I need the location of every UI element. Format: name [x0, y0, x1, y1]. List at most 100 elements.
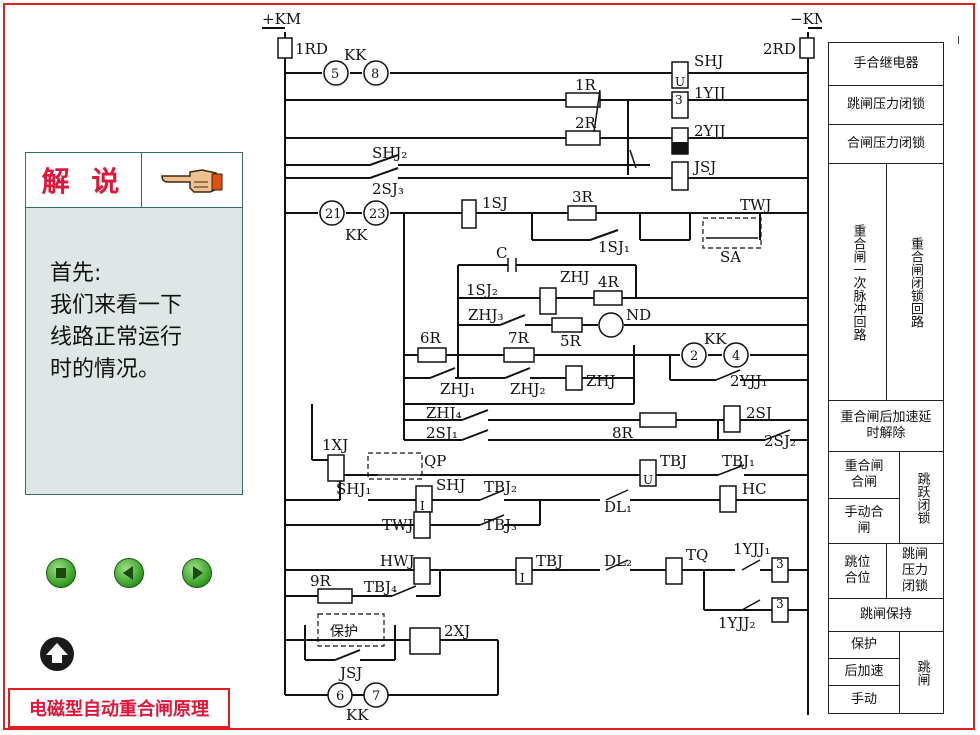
- label-1r: 1R: [575, 76, 597, 94]
- explanation-line: 线路正常运行: [50, 325, 183, 350]
- kk-contact-8: 8: [371, 67, 379, 82]
- explanation-line: 我们来看一下: [50, 293, 183, 318]
- label-tq: TQ: [686, 546, 708, 564]
- label-kk-2: KK: [345, 226, 368, 244]
- label-tbj2: TBJ₂: [484, 478, 517, 496]
- label-jsj-b: JSJ: [338, 664, 362, 682]
- label-tbj4: TBJ₄: [364, 578, 397, 596]
- label-2xj: 2XJ: [444, 622, 470, 640]
- label-1xj: 1XJ: [322, 436, 348, 454]
- legend-cell: 手动合闸: [828, 498, 900, 544]
- label-zhj2: ZHJ₂: [510, 380, 546, 398]
- label-tbj1: TBJ₁: [722, 452, 755, 470]
- legend-cell: 跳闸: [899, 631, 944, 714]
- label-shj: SHJ: [694, 52, 723, 70]
- label-hwj: HWJ: [380, 552, 415, 570]
- label-2sj3: 2SJ₃: [372, 180, 404, 198]
- explanation-title: 解 说: [26, 153, 142, 207]
- stop-icon: [56, 568, 66, 578]
- legend-cell: 跳位合位: [828, 543, 887, 599]
- previous-button[interactable]: [114, 558, 144, 588]
- legend-cell: 跳闸压力闭锁: [886, 543, 944, 599]
- kk-contact-23: 23: [369, 207, 386, 222]
- circuit-diagram: +KM −KM 1RD 2RD KK 5 8 SHJ 1R 1YJJ 2R 2Y…: [262, 10, 822, 724]
- legend-cell: 重合闸一次脉冲回路: [828, 163, 887, 401]
- explanation-text: 首先: 我们来看一下 线路正常运行 时的情况。: [26, 208, 242, 386]
- label-1sj2: 1SJ₂: [466, 281, 498, 299]
- explanation-line: 首先:: [50, 261, 102, 286]
- label-2sj: 2SJ: [746, 404, 772, 422]
- label-c: C: [496, 244, 507, 262]
- label-2r: 2R: [575, 114, 597, 132]
- kk-contact-6: 6: [336, 689, 344, 704]
- coil-3-mark: 3: [776, 557, 784, 571]
- neg-bus-label: −KM: [790, 10, 822, 28]
- label-7r: 7R: [508, 329, 530, 347]
- kk-contact-4: 4: [732, 349, 740, 364]
- label-3r: 3R: [572, 188, 594, 206]
- legend-cell: 后加速: [828, 658, 900, 686]
- label-1yjj2: 1YJJ₂: [718, 614, 756, 632]
- coil-3-mark: 3: [675, 93, 683, 107]
- label-2rd: 2RD: [763, 40, 796, 58]
- label-6r: 6R: [420, 329, 442, 347]
- label-twj-b: TWJ: [382, 516, 413, 534]
- label-2sj1: 2SJ₁: [426, 424, 458, 442]
- label-hc: HC: [742, 480, 767, 498]
- label-dl1: DL₁: [604, 498, 632, 516]
- label-zhj: ZHJ: [586, 372, 616, 390]
- label-tbj-b: TBJ: [536, 552, 563, 570]
- label-twj: TWJ: [740, 196, 771, 214]
- label-1sj: 1SJ: [482, 194, 508, 212]
- label-nd: ND: [626, 306, 651, 324]
- label-shj2: SHJ₂: [372, 144, 407, 162]
- label-2yjj: 2YJJ: [694, 122, 725, 140]
- label-sa: SA: [720, 248, 741, 266]
- label-1sj1: 1SJ₁: [598, 238, 630, 256]
- pos-bus-label: +KM: [262, 10, 301, 28]
- label-1yjj1: 1YJJ₁: [733, 540, 771, 558]
- triangle-left-icon: [123, 566, 133, 580]
- label-baohu: 保护: [330, 624, 358, 640]
- coil-3-mark: 3: [776, 597, 784, 611]
- legend-cell: 跳跃闭锁: [899, 451, 944, 544]
- slide-caption: 电磁型自动重合闸原理: [8, 688, 230, 728]
- label-8r: 8R: [612, 424, 634, 442]
- label-kk: KK: [344, 46, 367, 64]
- legend-cell: 手动: [828, 685, 900, 714]
- next-button[interactable]: [182, 558, 212, 588]
- label-jsj: JSJ: [692, 158, 716, 176]
- label-shj1: SHJ₁: [336, 480, 371, 498]
- legend-cell: 重合闸合闸: [828, 451, 900, 499]
- label-1yjj: 1YJJ: [694, 84, 725, 102]
- label-kk-4: KK: [346, 706, 369, 724]
- outer-frame: [3, 3, 975, 730]
- label-dl2: DL₂: [604, 552, 632, 570]
- legend-cell: 跳闸压力闭锁: [828, 85, 944, 125]
- coil-u-mark: U: [675, 75, 685, 89]
- label-1rd: 1RD: [295, 40, 328, 58]
- label-kk-3: KK: [704, 330, 727, 348]
- coil-u-mark: U: [643, 473, 653, 487]
- legend-panel: 手合继电器 跳闸压力闭锁 合闸压力闭锁 重合闸一次脉冲回路 重合闸闭锁回路 重合…: [828, 42, 944, 714]
- coil-i-mark: I: [420, 499, 425, 513]
- kk-contact-5: 5: [331, 67, 339, 82]
- label-5r: 5R: [560, 332, 582, 350]
- legend-cell: 重合闸闭锁回路: [886, 163, 944, 401]
- label-zhj-top: ZHJ: [560, 268, 590, 286]
- home-button[interactable]: [40, 637, 74, 671]
- label-2yjj1: 2YJJ₁: [730, 372, 768, 390]
- coil-i-mark: I: [520, 571, 525, 585]
- legend-cell: 手合继电器: [828, 42, 944, 86]
- pointing-hand-icon: [142, 153, 242, 207]
- triangle-right-icon: [193, 566, 203, 580]
- stop-button[interactable]: [46, 558, 76, 588]
- legend-cell: 重合闸后加速延时解除: [828, 400, 944, 452]
- edge-tick: [958, 36, 959, 44]
- explanation-line: 时的情况。: [50, 357, 161, 382]
- label-tbj3: TBJ₃: [484, 516, 517, 534]
- label-shj-b: SHJ: [436, 476, 465, 494]
- legend-cell: 合闸压力闭锁: [828, 124, 944, 164]
- arrow-up-icon: [46, 643, 68, 663]
- explanation-panel: 解 说 首先: 我们来看一下 线路正常运行 时的情况。: [25, 152, 243, 495]
